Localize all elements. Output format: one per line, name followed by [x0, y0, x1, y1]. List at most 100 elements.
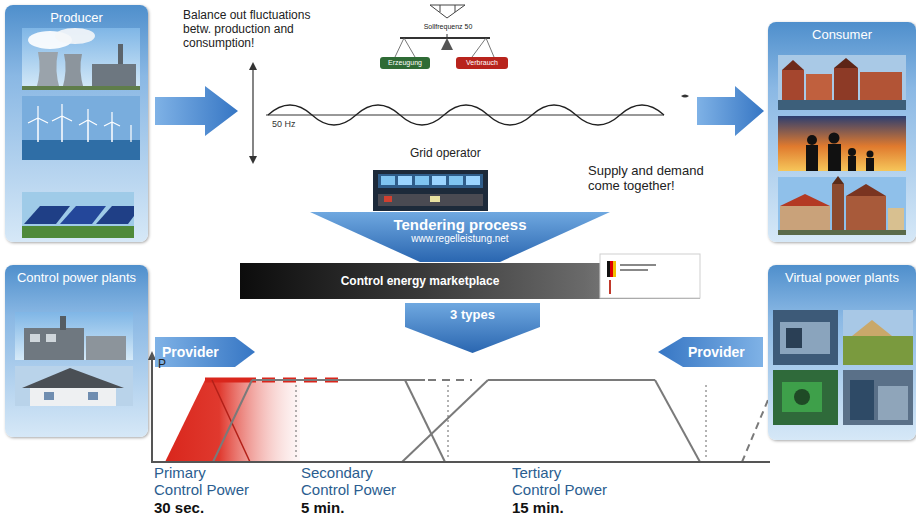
- wind-farm-photo: [28, 106, 48, 123]
- balance-scale: [380, 5, 508, 69]
- power-plant-photo: [28, 31, 72, 49]
- virtual-plant-photos: [850, 380, 874, 420]
- control-power-chart: [742, 400, 768, 462]
- shape-outline: [658, 337, 763, 367]
- small-symbol: [681, 95, 689, 98]
- consumer-houses-photo: [834, 68, 858, 100]
- control-power-chart: [262, 378, 342, 383]
- ministry-logo: [613, 261, 616, 277]
- control-room-image: [432, 176, 446, 185]
- wind-farm-photo: [22, 140, 140, 160]
- small-symbol: [681, 95, 689, 98]
- balance-scale: [395, 38, 404, 57]
- balance-scale: [400, 37, 490, 39]
- ministry-logo: [609, 280, 611, 294]
- town-church-photo: [846, 196, 886, 234]
- sunset-family-photo: [828, 144, 841, 171]
- control-power-chart: [148, 351, 156, 360]
- house-photo: [30, 388, 116, 406]
- tendering-arrow: Tendering processwww.regelleistung.net: [310, 212, 610, 262]
- sunset-family-photo: [778, 116, 906, 171]
- time-label: 5 min.: [301, 499, 344, 516]
- house-photo: [22, 368, 124, 388]
- power-plant-photo: [62, 54, 84, 90]
- control-power-chart: [448, 385, 449, 460]
- frequency-wave: [266, 105, 664, 125]
- solar-panel-photo: [60, 206, 106, 224]
- control-power-chart: [405, 380, 445, 462]
- wind-farm-photo: [79, 109, 97, 125]
- sunset-family-photo: [848, 148, 856, 156]
- marketplace-bar: Control energy marketplace: [240, 263, 700, 299]
- virtual-plant-photos: [773, 370, 838, 425]
- node-title: Provider: [162, 344, 219, 360]
- virtual-plant-photos: [852, 320, 892, 336]
- node-title: Producer: [11, 10, 142, 25]
- power-plant-photo: [22, 28, 140, 90]
- shape-outline: [310, 212, 610, 262]
- note-text: Balance out fluctuations betw. productio…: [183, 8, 311, 50]
- provider-arrow: Provider: [658, 337, 763, 367]
- solar-panel-photo: [22, 192, 134, 238]
- town-church-photo: [778, 230, 906, 235]
- virtual-plants-panel: Virtual power plants: [768, 265, 916, 440]
- control-room-image: [398, 176, 412, 185]
- control-power-chart: [488, 379, 655, 381]
- control-plants-panel: Control power plants: [5, 265, 148, 437]
- shape-outline: [405, 303, 540, 353]
- town-church-photo: [832, 184, 844, 234]
- control-power-chart: [252, 379, 425, 381]
- power-plant-photo: [36, 52, 60, 90]
- category-label: Secondary Control Power: [301, 464, 401, 498]
- frequency-label: 50 Hz: [271, 119, 297, 130]
- control-room-image: [378, 174, 483, 188]
- scale-pan-label: Verbrauch: [456, 58, 508, 68]
- category-label: Primary Control Power: [154, 464, 254, 498]
- ministry-logo: [600, 254, 700, 298]
- balance-scale: [447, 34, 448, 38]
- consumer-houses-photo: [806, 74, 832, 100]
- town-church-photo: [778, 176, 906, 235]
- town-church-photo: [846, 184, 886, 196]
- solar-panel-photo: [22, 192, 134, 238]
- sunset-family-photo: [866, 158, 874, 171]
- flow-arrow: [697, 86, 764, 136]
- consumer-houses-photo: [782, 70, 804, 100]
- balance-scale: [456, 57, 508, 69]
- node-title: 3 types: [450, 307, 495, 322]
- power-station-photo: [60, 316, 66, 330]
- control-power-chart: [706, 385, 707, 460]
- virtual-plant-photos: [786, 328, 802, 348]
- control-power-chart: [213, 380, 252, 462]
- shape-outline: [155, 337, 255, 367]
- scale-pan-label: Erzeugung: [380, 58, 430, 68]
- axis-label: P: [158, 357, 166, 371]
- control-power-chart: [402, 380, 488, 462]
- wind-farm-photo: [61, 116, 63, 142]
- control-power-chart: [428, 379, 472, 381]
- solar-panel-photo: [24, 206, 70, 224]
- node-title: Control power plants: [11, 270, 142, 285]
- ministry-logo: [620, 264, 656, 266]
- balance-scale: [430, 5, 465, 6]
- town-church-photo: [832, 176, 844, 184]
- time-label: 15 min.: [512, 499, 564, 516]
- sunset-family-photo: [807, 135, 817, 145]
- house-photo: [15, 366, 133, 406]
- provider-arrow: Provider: [155, 337, 255, 367]
- power-station-photo: [86, 336, 126, 360]
- virtual-plant-photos: [843, 370, 913, 425]
- virtual-plant-photos: [773, 310, 838, 365]
- ministry-logo: [610, 261, 613, 277]
- control-power-chart: [212, 380, 250, 462]
- wind-farm-photo: [130, 125, 131, 142]
- power-station-photo: [24, 328, 84, 360]
- wind-farm-photo: [111, 122, 113, 142]
- balance-scale: [455, 5, 456, 12]
- virtual-plant-photos: [780, 322, 830, 354]
- balance-scale: [440, 5, 441, 12]
- town-church-photo: [778, 177, 906, 235]
- sunset-family-photo: [806, 145, 818, 171]
